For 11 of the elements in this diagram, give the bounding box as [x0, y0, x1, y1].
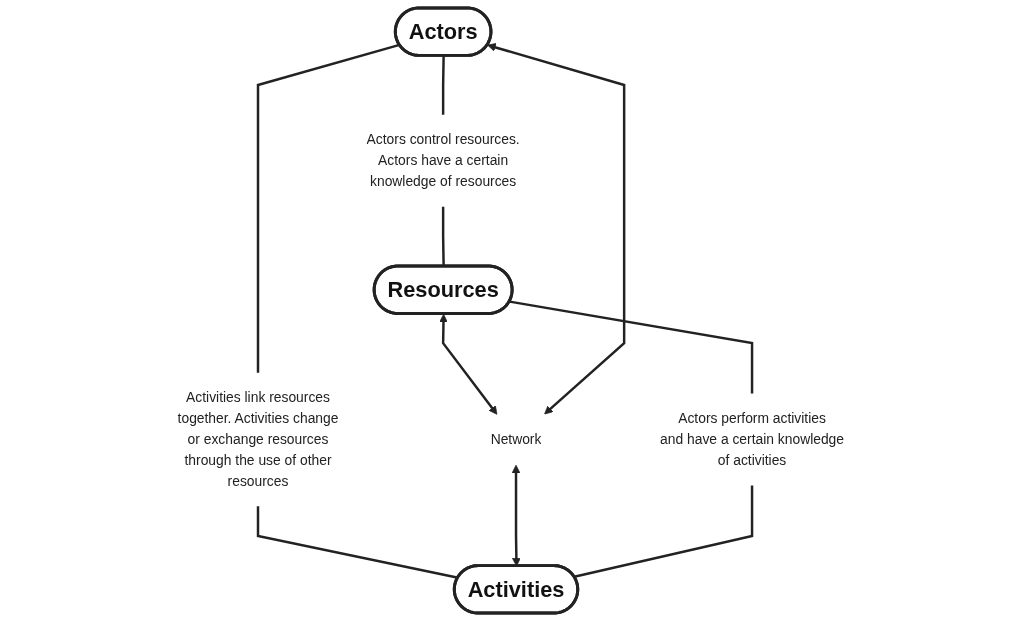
- connector: [509, 300, 754, 394]
- node-text: Actors perform activities and have a certain knowledge of activities: [660, 410, 845, 468]
- arrow: [439, 313, 498, 415]
- node-text: Activities link resources together. Activities change or exchange resources through the use of other resources: [177, 389, 339, 489]
- node-text: Network: [490, 431, 542, 447]
- connector: [256, 506, 459, 579]
- connector: [574, 485, 754, 578]
- arrow: [487, 43, 626, 415]
- node-text: Actors control resources. Actors have a certain knowledge of resources: [366, 131, 520, 189]
- connector: [256, 43, 401, 373]
- connector: [442, 55, 446, 115]
